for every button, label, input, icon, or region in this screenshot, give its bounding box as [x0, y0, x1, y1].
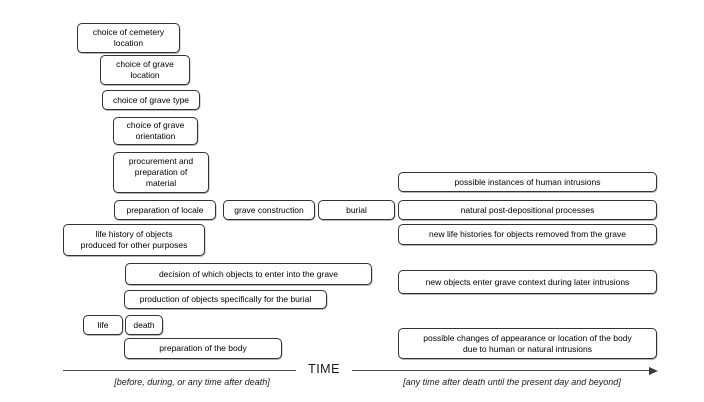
box-label: new objects enter grave context during l…: [425, 276, 630, 287]
box-label: possible instances of human intrusions: [454, 176, 601, 187]
box-natural-post-depositional: natural post-depositional processes: [398, 200, 657, 220]
box-preparation-body: preparation of the body: [124, 338, 282, 359]
box-preparation-locale: preparation of locale: [114, 200, 216, 220]
box-label: location: [130, 70, 160, 80]
box-label: life: [97, 319, 109, 330]
box-label: choice of grave: [126, 120, 185, 130]
box-grave-construction: grave construction: [223, 200, 315, 220]
timeline-axis: [63, 370, 651, 372]
box-label: location: [113, 38, 144, 48]
box-possible-human-intrusions: possible instances of human intrusions: [398, 172, 657, 192]
box-label: produced for other purposes: [80, 240, 188, 250]
box-label: choice of grave type: [112, 94, 190, 105]
box-label: natural post-depositional processes: [460, 204, 595, 215]
box-label: choice of cemetery: [92, 27, 165, 37]
timeline-label: TIME: [296, 362, 352, 376]
box-label: choice of grave: [116, 59, 174, 69]
box-label: preparation of locale: [126, 204, 204, 215]
box-burial: burial: [318, 200, 395, 220]
box-label: life history of objects: [95, 229, 173, 239]
box-new-objects-enter: new objects enter grave context during l…: [398, 270, 657, 294]
box-label: preparation of the body: [159, 343, 247, 353]
box-production-objects: production of objects specifically for t…: [124, 290, 327, 309]
box-label: grave construction: [234, 204, 304, 215]
box-label: procurement and: [128, 156, 194, 166]
box-death: death: [125, 315, 163, 335]
box-label: preparation of: [134, 167, 188, 177]
box-label: decision of which objects to enter into …: [158, 268, 339, 279]
box-life: life: [83, 315, 123, 335]
box-label: material: [145, 178, 177, 188]
box-new-life-histories: new life histories for objects removed f…: [398, 224, 657, 245]
box-label: burial: [346, 204, 367, 215]
box-grave-type: choice of grave type: [102, 90, 200, 110]
timeline-arrowhead-icon: [649, 366, 658, 375]
box-label: due to human or natural intrusions: [463, 343, 592, 354]
box-decision-objects: decision of which objects to enter into …: [125, 263, 372, 285]
box-label: orientation: [135, 131, 176, 141]
box-label: production of objects specifically for t…: [139, 294, 312, 304]
timeline-right-caption: [any time after death until the present …: [403, 377, 621, 387]
box-label: death: [133, 319, 155, 330]
box-label: new life histories for objects removed f…: [428, 229, 626, 239]
box-label: possible changes of appearance or locati…: [423, 332, 632, 343]
box-possible-changes-body: possible changes of appearance or locati…: [398, 328, 657, 359]
timeline-left-caption: [before, during, or any time after death…: [114, 377, 270, 387]
